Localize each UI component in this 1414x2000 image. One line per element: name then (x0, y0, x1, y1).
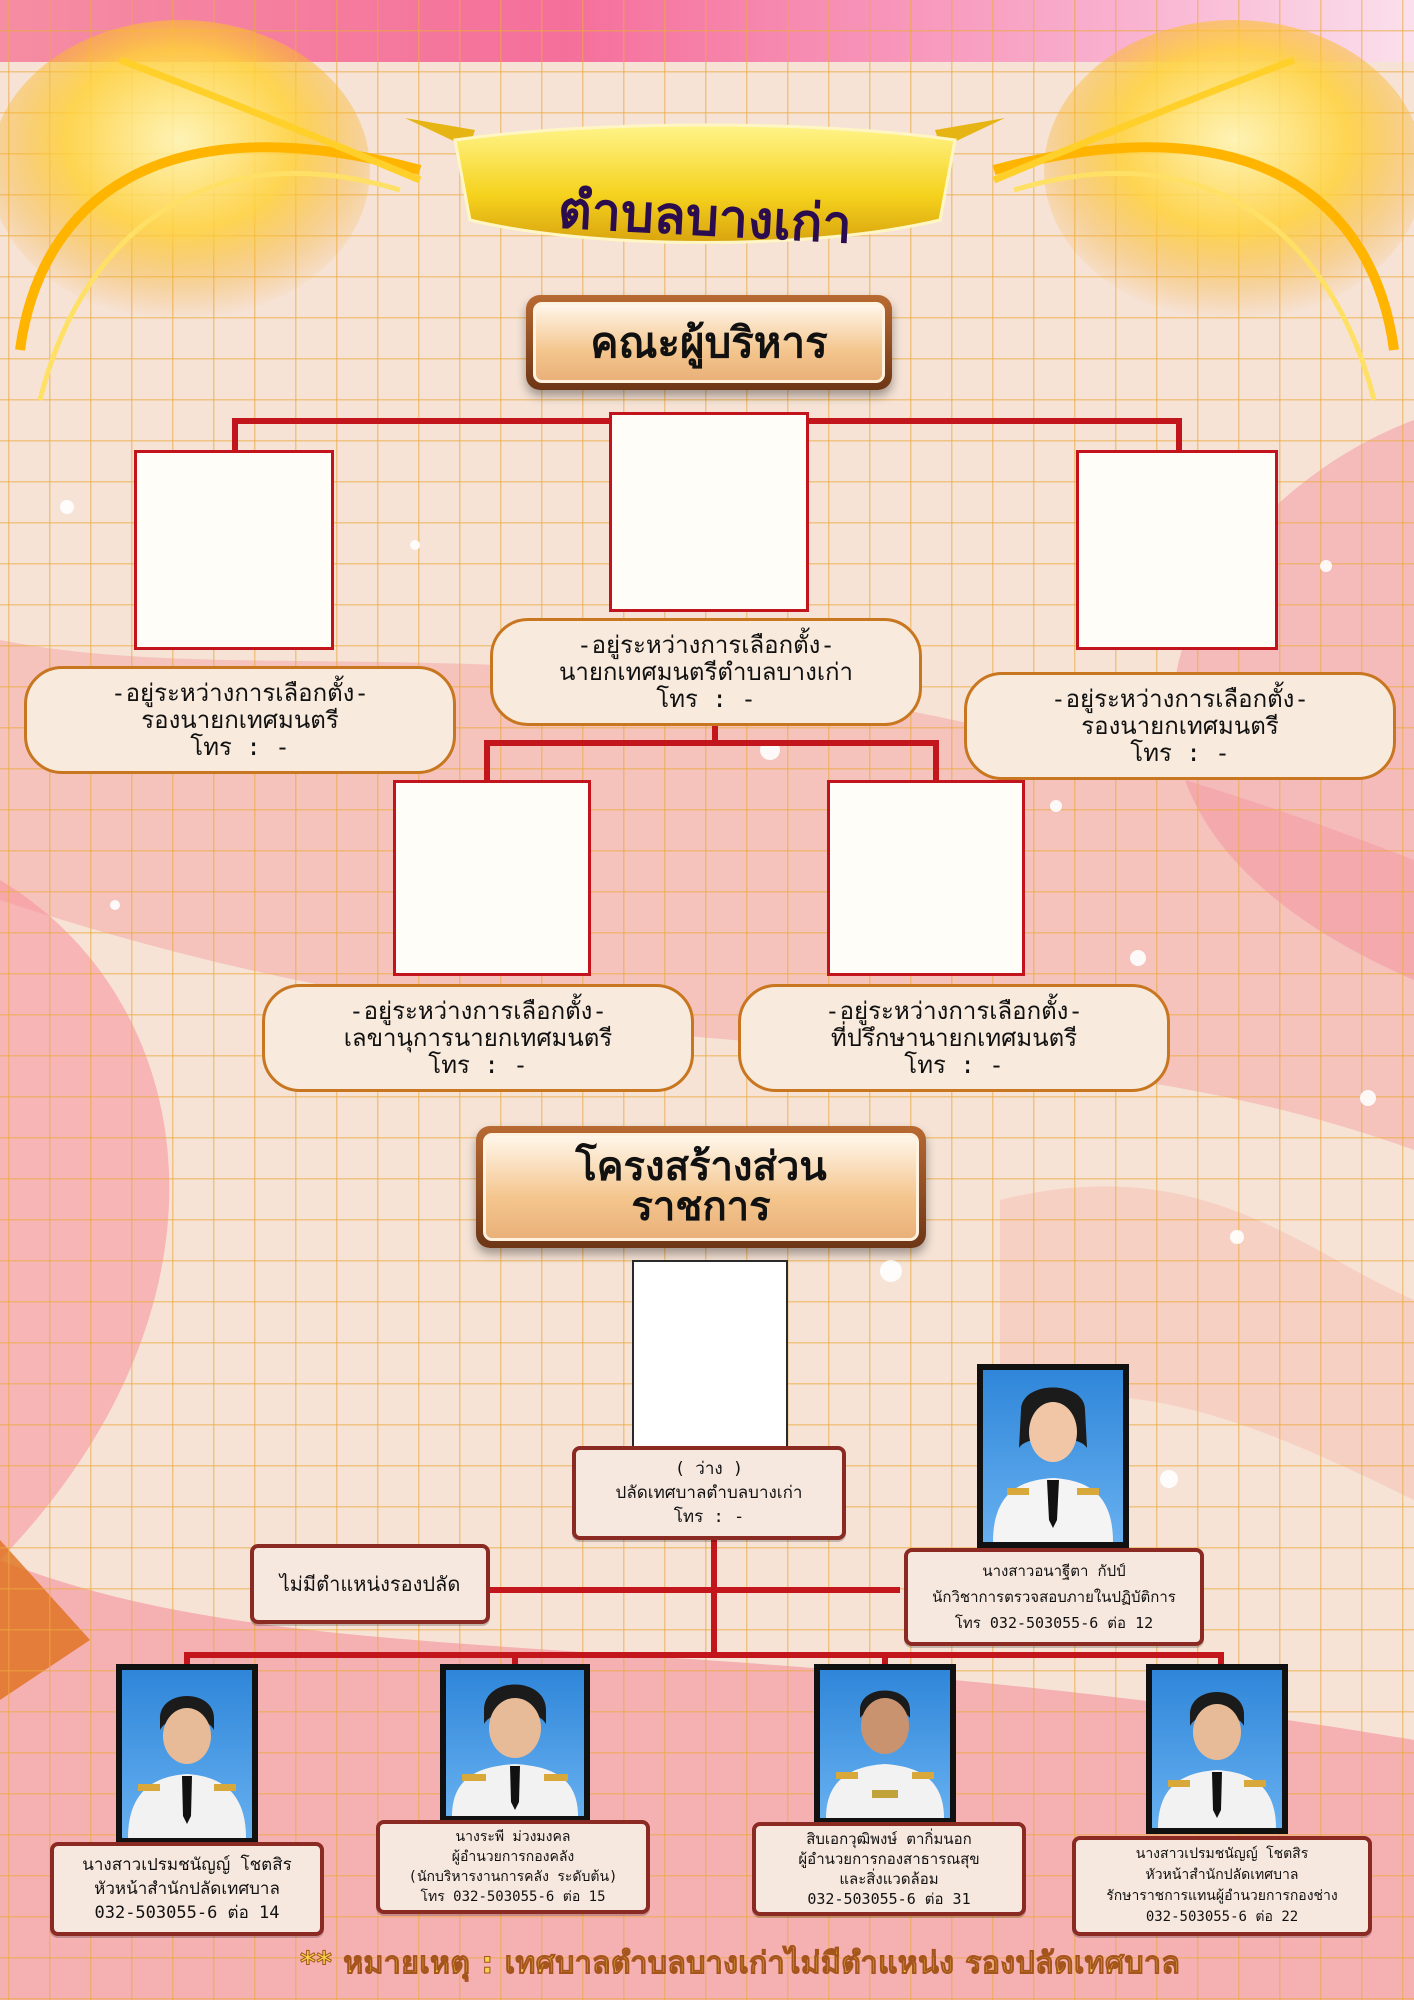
photo-staff-3 (814, 1664, 956, 1824)
person-silhouette-icon (993, 1387, 1113, 1542)
right-gold-flame-ornament (992, 20, 1414, 401)
photo-staff-2 (440, 1664, 590, 1822)
admin-card-staff-4: นางสาวเปรมชนัญญ์ โชตสิร หัวหน้าสำนักปลัด… (1072, 1836, 1372, 1936)
photo-staff-4 (1146, 1664, 1288, 1834)
photo-staff-1 (116, 1664, 258, 1844)
no-deputy-clerk-card: ไม่มีตำแหน่งรองปลัด (250, 1544, 490, 1624)
photo-placeholder-advisor (827, 780, 1025, 976)
photo-placeholder-secretary (393, 780, 591, 976)
admin-card-staff-3: สิบเอกวุฒิพงษ์ ตากิ่มนอก ผู้อำนวยการกองส… (752, 1822, 1026, 1916)
person-silhouette-icon (452, 1684, 578, 1816)
admin-connector-staff (184, 1652, 1224, 1658)
exec-card-mayor: -อยู่ระหว่างการเลือกตั้ง- นายกเทศมนตรีตำ… (490, 618, 922, 726)
footer-stars: ** (299, 1946, 333, 1982)
admin-card-municipal-clerk: ( ว่าง ) ปลัดเทศบาลตำบลบางเก่า โทร : - (572, 1446, 846, 1540)
title-ribbon (405, 118, 1005, 244)
admin-card-staff-1: นางสาวเปรมชนัญญ์ โชตสิร หัวหน้าสำนักปลัด… (50, 1842, 324, 1936)
admin-connector-deputy (490, 1587, 900, 1593)
exec-card-secretary: -อยู่ระหว่างการเลือกตั้ง- เลขานุการนายกเ… (262, 984, 694, 1092)
administration-heading-plaque: โครงสร้างส่วน ราชการ (476, 1126, 926, 1248)
photo-internal-auditor (977, 1364, 1129, 1548)
admin-card-staff-2: นางระพี ม่วงมงคล ผู้อำนวยการกองคลัง (นัก… (376, 1820, 650, 1914)
photo-placeholder-mayor (609, 412, 809, 612)
left-gold-flame-ornament (0, 20, 422, 401)
executive-heading: คณะผู้บริหาร (533, 302, 885, 383)
exec-card-deputy-mayor-2: -อยู่ระหว่างการเลือกตั้ง- รองนายกเทศมนตร… (964, 672, 1396, 780)
exec-card-deputy-mayor-1: -อยู่ระหว่างการเลือกตั้ง- รองนายกเทศมนตร… (24, 666, 456, 774)
administration-heading: โครงสร้างส่วน ราชการ (483, 1133, 919, 1241)
executive-heading-plaque: คณะผู้บริหาร (526, 295, 892, 390)
photo-placeholder-deputy-mayor-2 (1076, 450, 1278, 650)
admin-card-internal-auditor: นางสาวอนาฐีตา กัปป์ นักวิชาการตรวจสอบภาย… (904, 1548, 1204, 1646)
photo-placeholder-municipal-clerk (632, 1260, 788, 1450)
exec-connector-mid (484, 740, 939, 746)
exec-card-advisor: -อยู่ระหว่างการเลือกตั้ง- ที่ปรึกษานายกเ… (738, 984, 1170, 1092)
footer-note: ** หมายเหตุ : เทศบาลตำบลบางเก่าไม่มีตำแห… (299, 1940, 1200, 1987)
footer-note-text: หมายเหตุ : เทศบาลตำบลบางเก่าไม่มีตำแหน่ง… (343, 1946, 1181, 1982)
person-silhouette-icon (826, 1690, 944, 1818)
photo-placeholder-deputy-mayor-1 (134, 450, 334, 650)
person-silhouette-icon (128, 1696, 246, 1838)
person-silhouette-icon (1158, 1692, 1276, 1828)
